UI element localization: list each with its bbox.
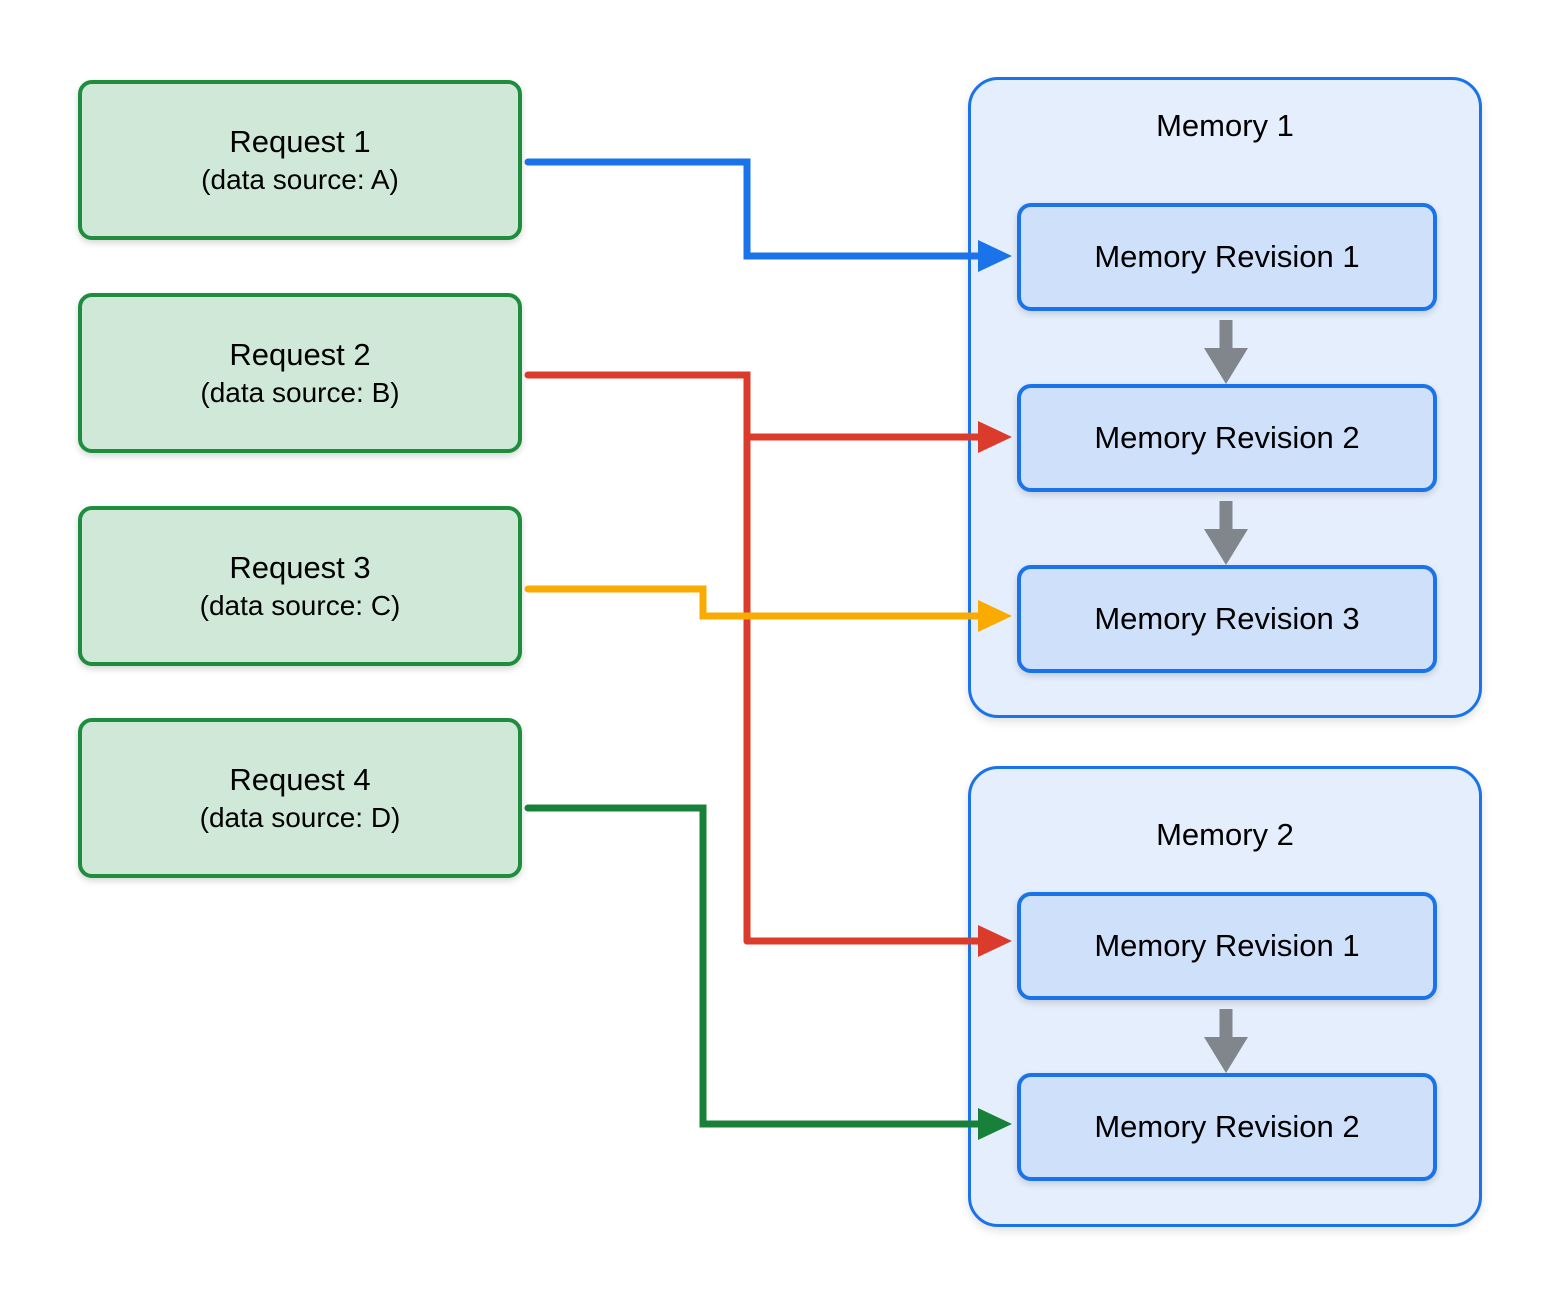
request-1-subtitle: (data source: A): [201, 163, 399, 195]
request-4-title: Request 4: [229, 761, 371, 797]
memory-1-revision-1-label: Memory Revision 1: [1094, 239, 1360, 274]
request-3-subtitle: (data source: C): [199, 589, 401, 621]
memory-2-revision-1-label: Memory Revision 1: [1094, 928, 1360, 963]
request-2-subtitle: (data source: B): [200, 376, 400, 408]
connector-request-3-to-memory-1-revision-3[interactable]: [524, 585, 1012, 632]
memory-1-title: Memory 1: [1156, 108, 1294, 143]
memory-1-revision-box-2[interactable]: Memory Revision 2: [1017, 384, 1437, 492]
memory-1-revision-2-label: Memory Revision 2: [1094, 420, 1360, 455]
memory-2-revision-1-to-2-arrow-icon: [1204, 1009, 1248, 1073]
connector-request-4-to-memory-2-revision-2[interactable]: [524, 804, 1012, 1140]
memory-1-revision-2-to-3-arrow-icon: [1204, 501, 1248, 565]
request-1-title: Request 1: [229, 123, 371, 159]
connector-request-2-to-memory-2-revision-1[interactable]: [743, 925, 1012, 957]
memory-container-2[interactable]: Memory 2 Memory Revision 1 Memory Revisi…: [968, 766, 1482, 1227]
memory-2-title: Memory 2: [1156, 817, 1294, 852]
request-4-subtitle: (data source: D): [199, 801, 401, 833]
request-box-1[interactable]: Request 1 (data source: A): [78, 80, 522, 240]
memory-1-revision-box-1[interactable]: Memory Revision 1: [1017, 203, 1437, 311]
request-2-title: Request 2: [229, 336, 371, 372]
memory-1-revision-box-3[interactable]: Memory Revision 3: [1017, 565, 1437, 673]
memory-2-revision-box-2[interactable]: Memory Revision 2: [1017, 1073, 1437, 1181]
request-3-title: Request 3: [229, 549, 371, 585]
request-box-2[interactable]: Request 2 (data source: B): [78, 293, 522, 453]
memory-1-revision-1-to-2-arrow-icon: [1204, 320, 1248, 384]
memory-1-revision-3-label: Memory Revision 3: [1094, 601, 1360, 636]
request-box-3[interactable]: Request 3 (data source: C): [78, 506, 522, 666]
memory-container-1[interactable]: Memory 1 Memory Revision 1 Memory Revisi…: [968, 77, 1482, 718]
request-box-4[interactable]: Request 4 (data source: D): [78, 718, 522, 878]
memory-2-revision-2-label: Memory Revision 2: [1094, 1109, 1360, 1144]
connector-request-1-to-memory-1-revision-1[interactable]: [524, 158, 1012, 272]
connector-request-2-to-memory-1-revision-2[interactable]: [524, 371, 1012, 945]
memory-2-revision-box-1[interactable]: Memory Revision 1: [1017, 892, 1437, 1000]
